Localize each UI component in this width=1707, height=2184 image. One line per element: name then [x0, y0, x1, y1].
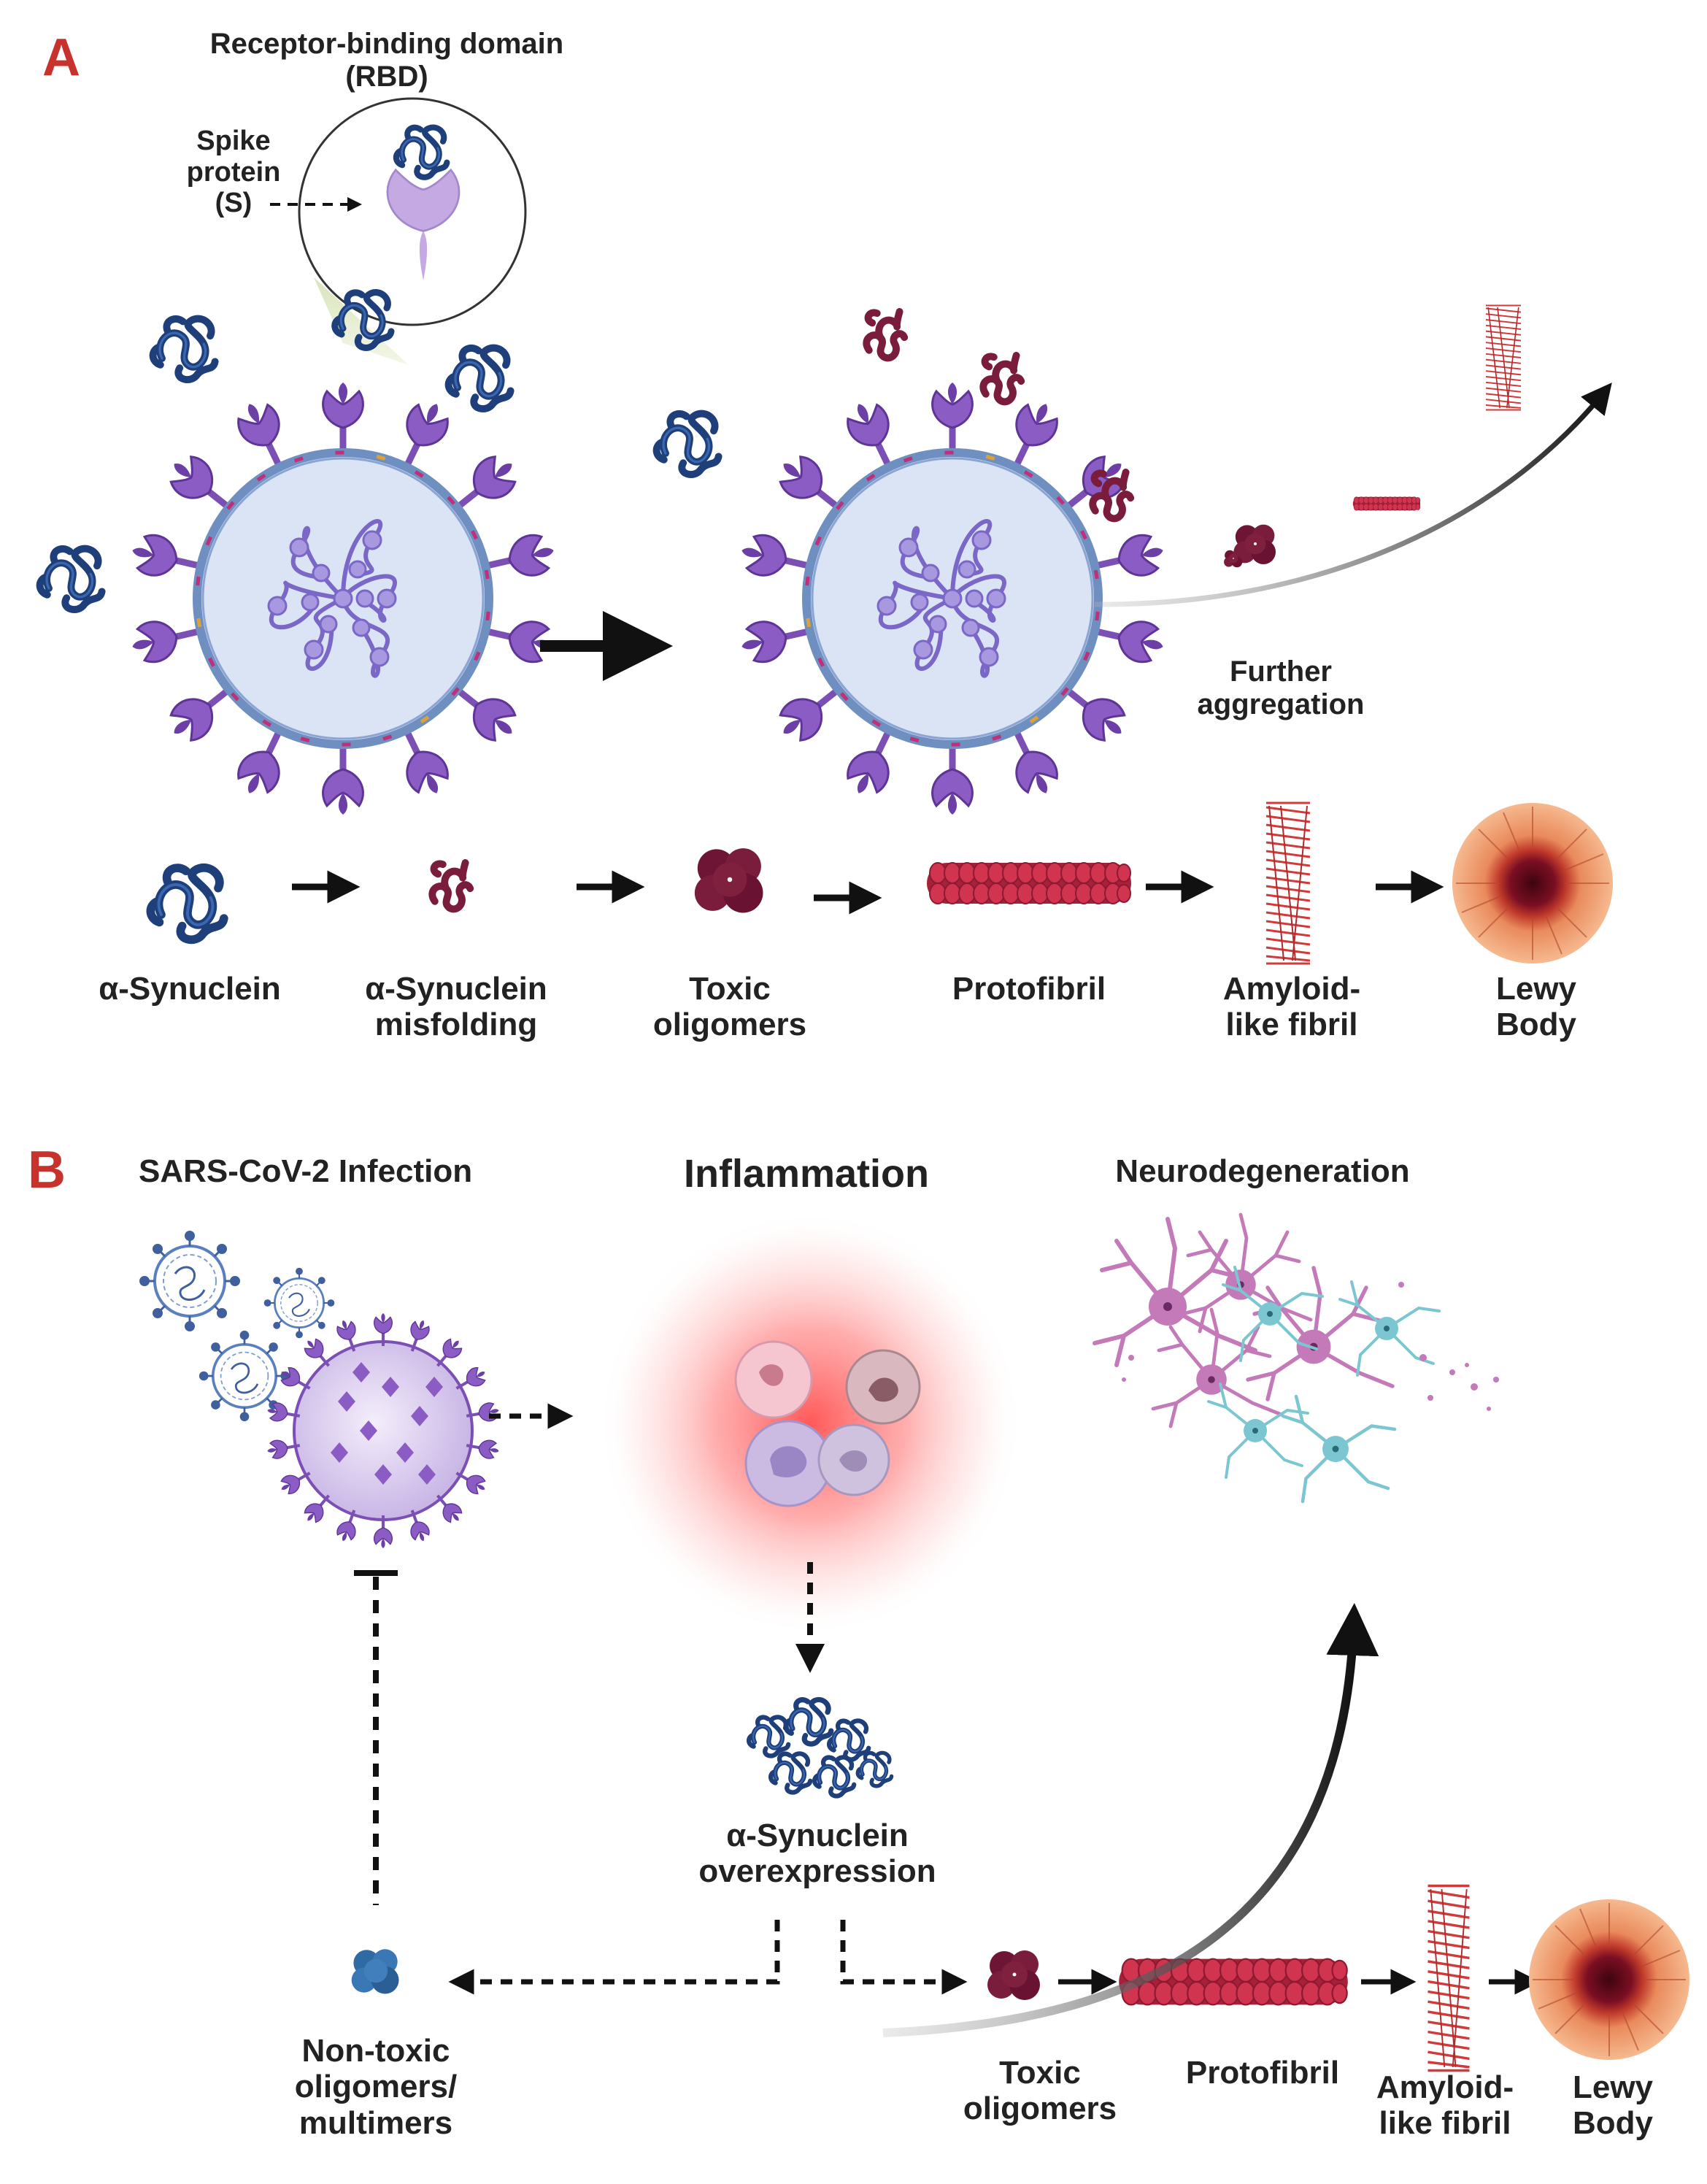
aggregation-protofibril: [1353, 497, 1420, 510]
sars-cov-2-virion-native: [128, 382, 558, 815]
overexpression-to-nontoxic-arrow: [456, 1920, 777, 1982]
spike-protein-label: Spike protein (S): [179, 126, 288, 219]
pathway-a-misfolded-icon: [432, 863, 470, 909]
pathway-b-lewy-body-icon: [1529, 1899, 1689, 2060]
pathway-a-protofibril-icon: [927, 863, 1131, 904]
further-aggregation-label: Further aggregation: [1175, 655, 1387, 721]
pathway-b-label-3: Amyloid-like fibril: [1357, 2069, 1533, 2142]
infection-large-virus: [266, 1313, 500, 1548]
infection-small-virus-2: [264, 1268, 335, 1339]
overexpressed-synuclein-cluster: [749, 1699, 891, 1796]
nontoxic-label: Non-toxic oligomers/ multimers: [259, 2033, 493, 2141]
pathway-a-oligomer-icon: [695, 848, 763, 912]
overexpression-to-toxic-arrow: [843, 1920, 960, 1982]
panel-a-letter: A: [42, 28, 80, 88]
rbd-label: Receptor-binding domain (RBD): [197, 28, 577, 93]
aggregation-fibril: [1486, 306, 1521, 410]
neurodegeneration-label: Neurodegeneration: [1080, 1153, 1445, 1189]
pathway-a-label-6: Lewy Body: [1474, 971, 1598, 1043]
pathway-a-label-5: Amyloid-like fibril: [1204, 971, 1379, 1043]
sars-cov-2-virion-misfolded: [737, 382, 1167, 815]
misfolded-synuclein-2: [983, 355, 1021, 401]
pathway-b-oligomer-icon: [987, 1950, 1040, 2000]
pathway-a-synuclein-icon: [150, 868, 223, 940]
alpha-synuclein-free-2: [40, 549, 102, 610]
pathway-b-label-2: Protofibril: [1153, 2055, 1372, 2091]
infection-label: SARS-CoV-2 Infection: [139, 1153, 518, 1189]
pathway-a-label-1: α-Synuclein: [80, 971, 299, 1007]
pathway-a-label-4: Protofibril: [923, 971, 1135, 1007]
alpha-synuclein-bound-3: [657, 414, 719, 474]
misfolded-synuclein-1: [866, 312, 904, 358]
alpha-synuclein-free-1: [153, 319, 215, 380]
infection-small-virus-1: [139, 1231, 240, 1331]
pathway-b-label-1: Toxic oligomers: [949, 2055, 1131, 2127]
alpha-synuclein-bound-1: [449, 348, 511, 409]
nontoxic-oligomer-icon: [352, 1949, 399, 1993]
neurodegeneration-neurons: [1095, 1215, 1499, 1502]
overexpression-label: α-Synuclein overexpression: [679, 1818, 956, 1890]
pathway-a-fibril-icon: [1266, 803, 1310, 964]
pathway-b-protofibril-icon: [1119, 1959, 1348, 2005]
further-aggregation-curve: [1095, 391, 1606, 604]
pathway-b-label-4: Lewy Body: [1551, 2069, 1675, 2142]
pathway-a-lewy-body-icon: [1452, 803, 1613, 964]
inflammation-label: Inflammation: [642, 1152, 971, 1196]
pathway-a-label-2: α-Synuclein misfolding: [347, 971, 566, 1043]
aggregation-oligomer-small: [1224, 550, 1242, 567]
pathway-a-label-3: Toxic oligomers: [642, 971, 817, 1043]
panel-b-letter: B: [28, 1140, 66, 1200]
pathway-b-fibril-icon: [1428, 1886, 1470, 2071]
